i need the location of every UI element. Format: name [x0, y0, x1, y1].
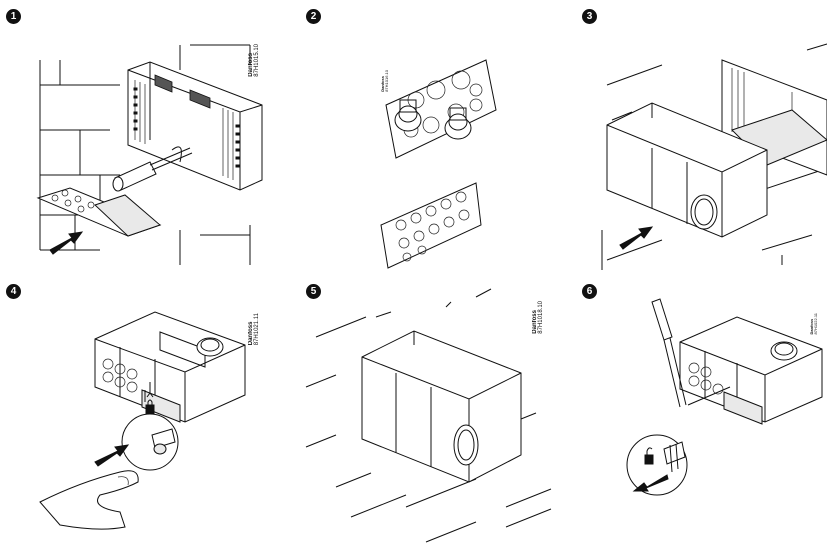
dial-icon	[453, 424, 479, 466]
dial-icon	[770, 341, 798, 361]
controller-housing	[94, 311, 246, 423]
cable-gland-left	[394, 99, 422, 132]
panel-step-6: 6 Danfoss 87H1022.11	[552, 277, 827, 553]
cable-gland-right	[444, 107, 472, 140]
step-number-5: 5	[306, 284, 321, 299]
padlock-icon	[121, 382, 179, 471]
dial-icon	[196, 337, 224, 357]
entry-plate-with-glands	[385, 59, 497, 159]
screw-terminals-right	[235, 124, 240, 168]
wall-bricks	[305, 288, 552, 543]
arrow-icon	[49, 231, 84, 255]
arrow-icon	[94, 444, 130, 467]
cable-entry-plate	[36, 187, 162, 237]
step-number-4: 4	[6, 284, 21, 299]
step-number-3: 3	[582, 9, 597, 24]
open-padlock-icon	[626, 434, 688, 496]
terminal-base	[127, 61, 263, 191]
wall-bricks	[601, 43, 827, 270]
panel-step-2: 2 Danfoss 87H1016.10	[276, 0, 551, 275]
screw-terminals-left	[133, 87, 138, 131]
arrow-icon	[632, 474, 669, 492]
step-number-6: 6	[582, 284, 597, 299]
step-number-1: 1	[6, 9, 21, 24]
panel-step-1: 1 Danfoss 87H1015.10	[0, 0, 275, 275]
controller-housing	[606, 102, 768, 238]
screwdriver-icon	[112, 146, 193, 192]
entry-plate-blank	[380, 182, 482, 269]
panel-step-4: 4 Danfoss 87H1021.11	[0, 277, 275, 553]
cable-entry-holes	[688, 362, 724, 395]
hand-icon	[39, 470, 139, 530]
arrow-icon	[619, 226, 654, 250]
controller-housing	[679, 316, 823, 425]
panel-step-3: 3	[552, 0, 827, 275]
cable-entry-holes	[102, 358, 138, 393]
controller-housing	[361, 330, 522, 483]
dial-icon	[690, 194, 718, 230]
screwdriver-icon	[651, 298, 731, 408]
step-number-2: 2	[306, 9, 321, 24]
panel-step-5: 5 Danfoss 87H1018.10	[276, 277, 552, 553]
